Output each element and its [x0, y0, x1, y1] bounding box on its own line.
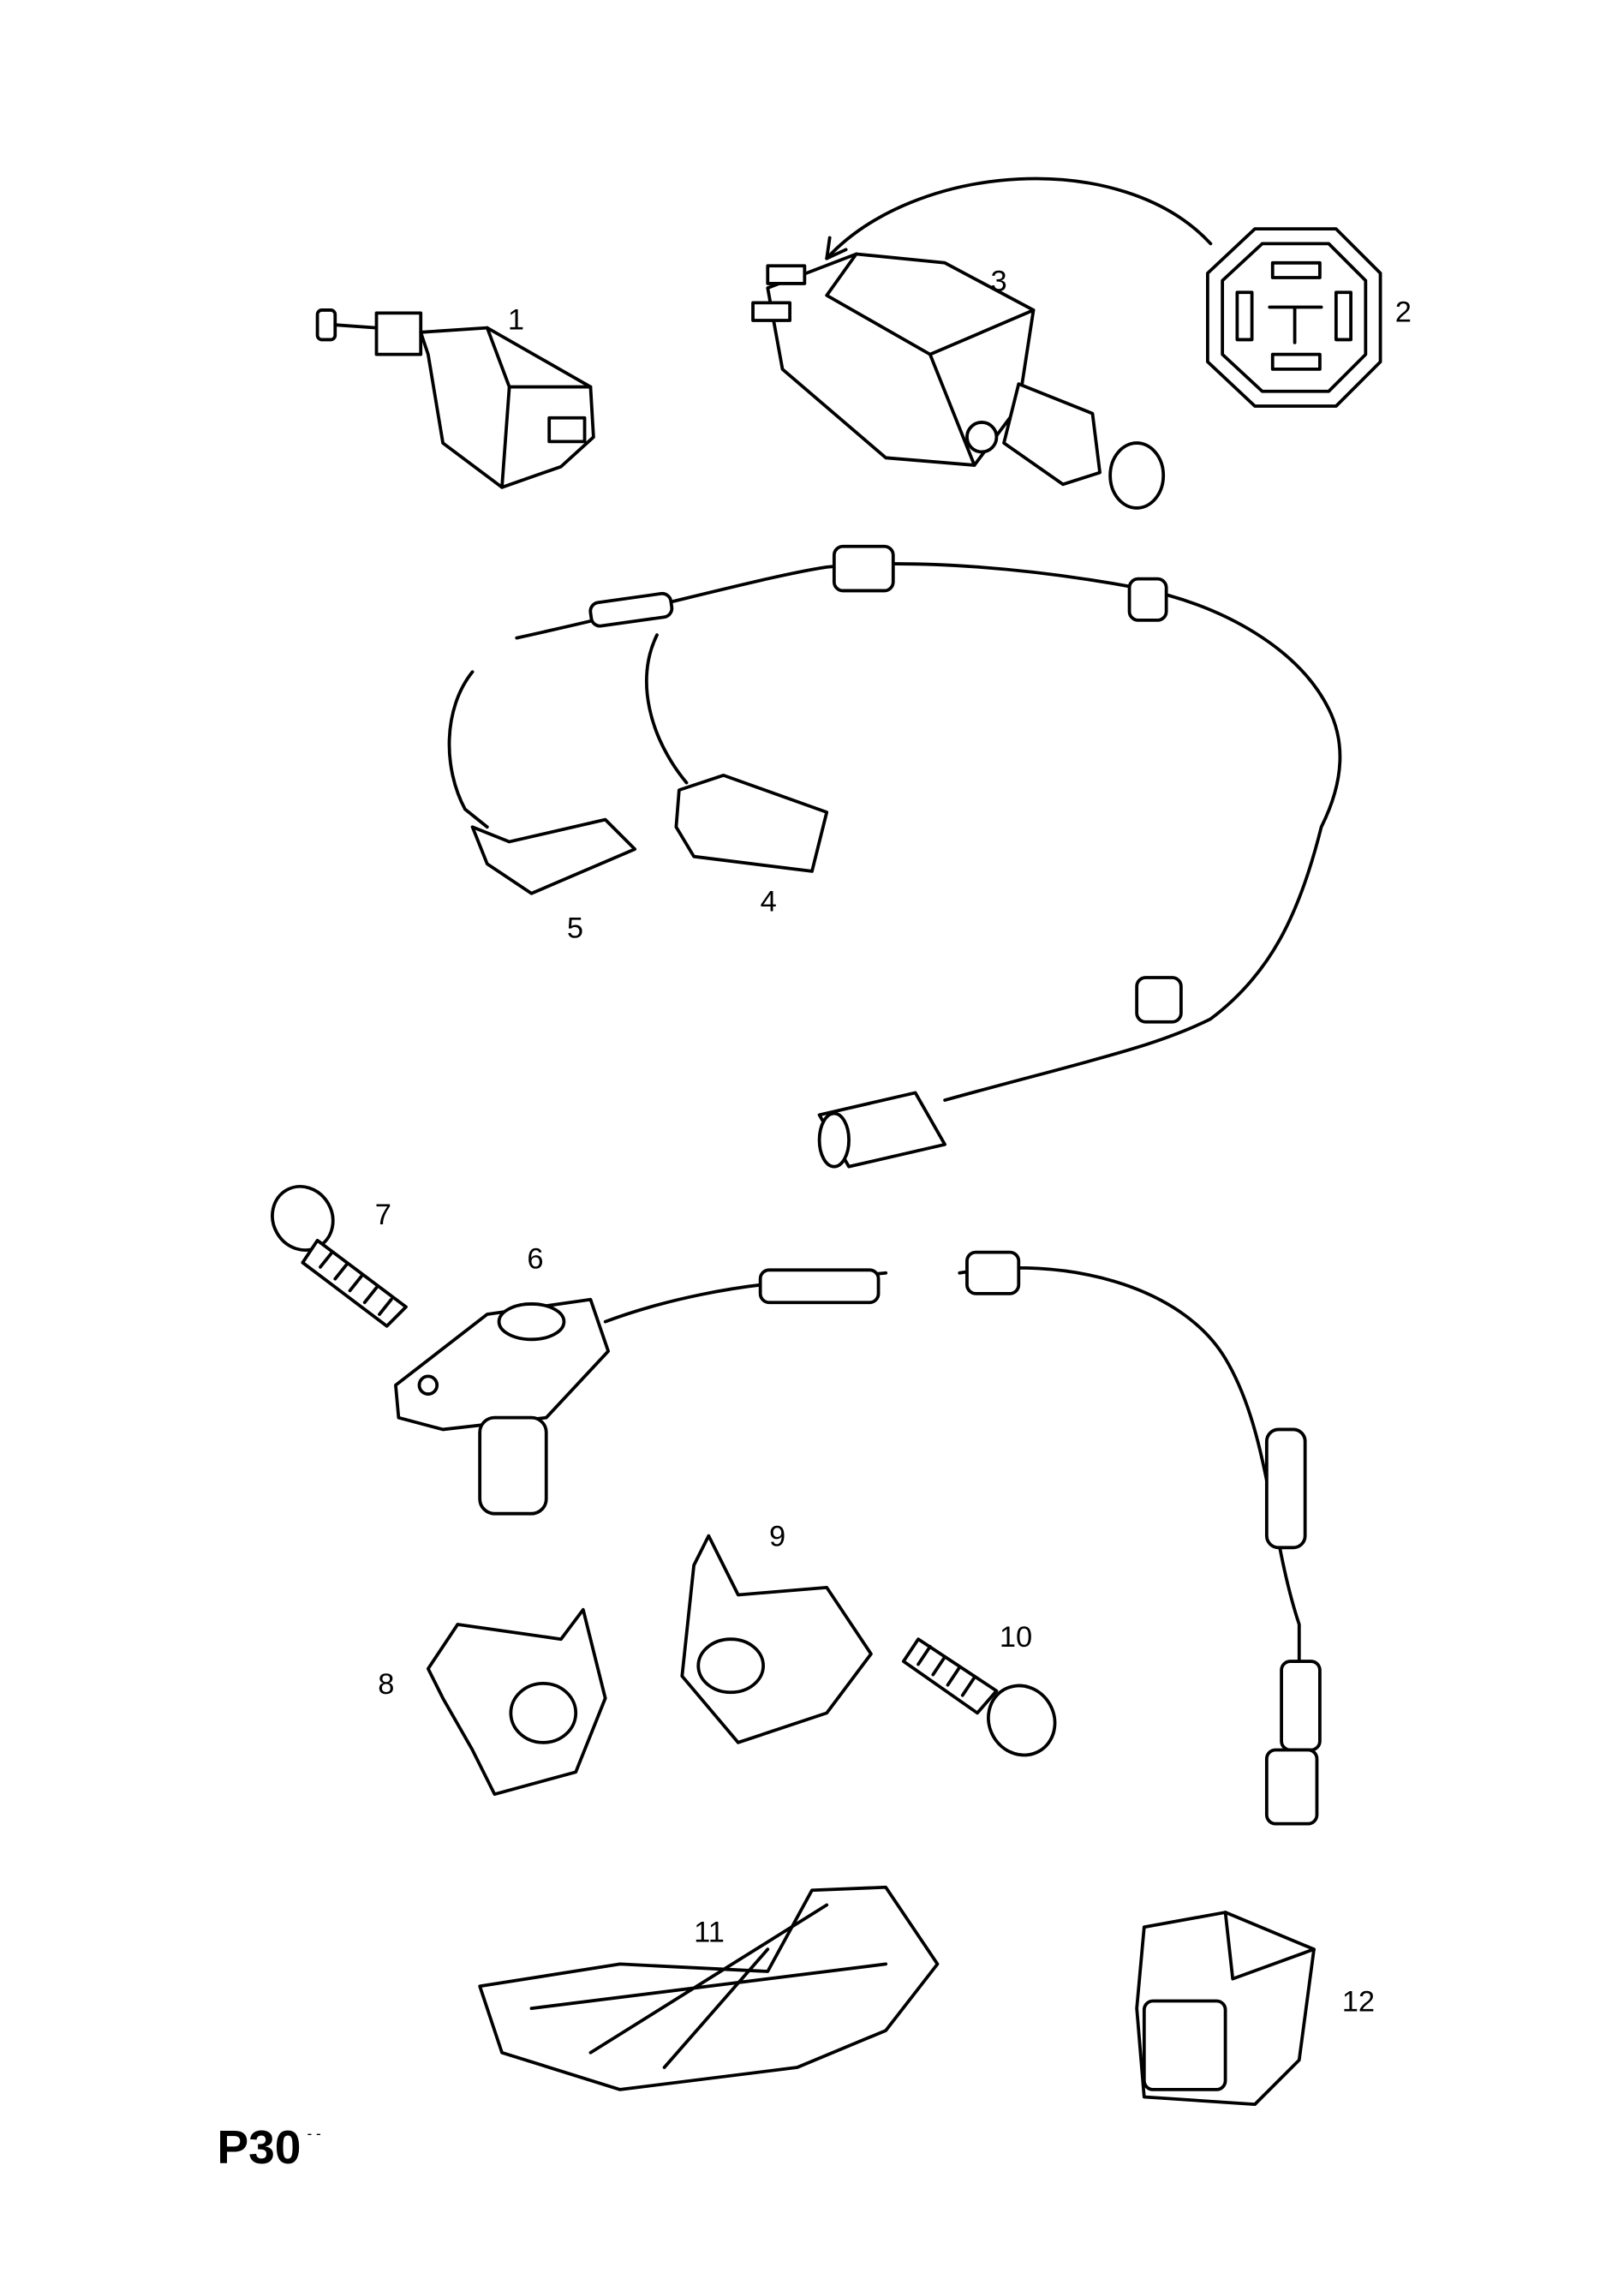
part-2-connector-face[interactable]	[1206, 227, 1382, 408]
callout-6: 6	[527, 1243, 543, 1276]
callout-8: 8	[378, 1668, 394, 1701]
part-9-bracket[interactable]	[680, 1534, 873, 1744]
callout-1: 1	[508, 303, 524, 336]
part-12-clip[interactable]	[1135, 1911, 1316, 2107]
part-6-sensor[interactable]	[394, 1250, 1322, 1826]
part-7-bolt[interactable]	[261, 1175, 408, 1328]
callout-3: 3	[991, 266, 1007, 298]
page-code-suffix: - -	[307, 2125, 321, 2142]
part-4-5-wiring-harness[interactable]	[447, 544, 1342, 1169]
page-code: P30	[217, 2121, 301, 2174]
callout-11: 11	[694, 1917, 725, 1949]
part-8-bracket[interactable]	[426, 1607, 607, 1797]
callout-7: 7	[375, 1199, 391, 1231]
part-1-switch[interactable]	[315, 308, 595, 489]
part-11-holder[interactable]	[478, 1885, 940, 2091]
callout-5: 5	[567, 912, 583, 944]
callout-10: 10	[1000, 1621, 1032, 1654]
callout-12: 12	[1342, 1986, 1375, 2019]
part-10-bolt[interactable]	[901, 1637, 1067, 1768]
callout-2: 2	[1395, 296, 1412, 329]
callout-9: 9	[769, 1521, 785, 1553]
callout-4: 4	[761, 885, 777, 918]
part-3-switch[interactable]	[751, 176, 1213, 510]
